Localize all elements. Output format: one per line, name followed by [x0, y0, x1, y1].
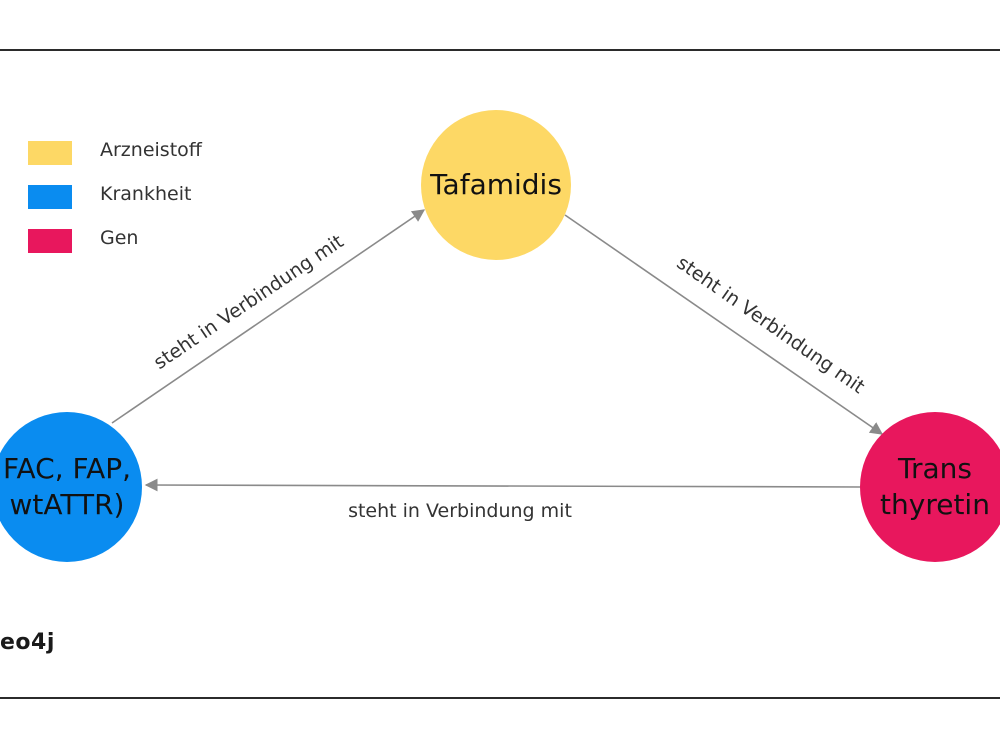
node-label-disease: FAC, FAP, wtATTR) [2, 452, 132, 521]
legend-label-arzneistoff: Arzneistoff [100, 139, 202, 161]
legend-swatch-arzneistoff [28, 141, 72, 165]
legend-item-gen: Gen [28, 226, 288, 253]
node-transthyretin[interactable]: Trans thyretin [860, 412, 1000, 562]
node-disease-attr[interactable]: FAC, FAP, wtATTR) [0, 412, 142, 562]
edge-gene-to-disease[interactable] [144, 478, 863, 492]
node-tafamidis[interactable]: Tafamidis [421, 110, 571, 260]
bottom-rule [0, 697, 1000, 699]
legend-label-krankheit: Krankheit [100, 183, 192, 205]
legend-item-krankheit: Krankheit [28, 182, 288, 209]
edge-disease-to-drug[interactable] [111, 209, 426, 424]
edge-drug-to-gene[interactable] [564, 214, 884, 435]
top-rule [0, 49, 1000, 51]
legend-label-gen: Gen [100, 227, 139, 249]
legend-item-arzneistoff: Arzneistoff [28, 138, 288, 165]
neo4j-logo: eo4j [0, 630, 55, 655]
logo-text: eo4j [0, 630, 55, 655]
legend-swatch-gen [28, 229, 72, 253]
edge-label-gene-to-disease: steht in Verbindung mit [348, 500, 572, 522]
node-label-tafamidis: Tafamidis [430, 168, 562, 202]
legend-swatch-krankheit [28, 185, 72, 209]
node-label-transthyretin: Trans thyretin [880, 452, 990, 521]
